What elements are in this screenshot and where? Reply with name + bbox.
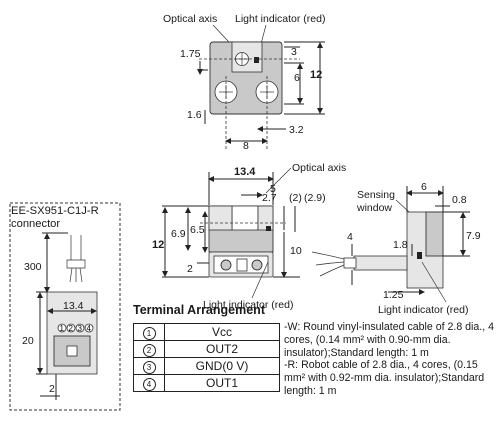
dim-3: 3: [291, 46, 297, 58]
connector-frame: [9, 202, 121, 411]
top-optical-axis-label: Optical axis: [163, 13, 217, 25]
terminal-signal: OUT2: [164, 340, 280, 358]
terminal-number: 3: [142, 360, 156, 374]
terminal-number: 4: [142, 377, 156, 391]
dim-1-6: 1.6: [187, 109, 202, 121]
sensing-window-label-line2: window: [356, 202, 392, 214]
dim-1-8: 1.8: [393, 239, 408, 251]
note-w-cable: -W: Round vinyl-insulated cable of 2.8 d…: [284, 321, 495, 359]
pin-4: 4: [87, 324, 92, 333]
dim-2-9-paren: (2.9): [304, 192, 326, 204]
cable-notes: -W: Round vinyl-insulated cable of 2.8 d…: [284, 321, 496, 398]
dim-2-7: 2.7: [262, 192, 277, 204]
front-light-indicator: [266, 226, 271, 231]
side-light-indicator: [417, 252, 422, 259]
terminal-row: 1 Vcc: [133, 323, 280, 341]
top-view: Optical axis Light indicator (red) 1.75 …: [163, 13, 325, 152]
terminal-row: 3 GND(0 V): [133, 357, 280, 375]
terminal-number: 1: [142, 326, 156, 340]
pin-2: 2: [69, 324, 74, 333]
terminal-signal: Vcc: [164, 323, 280, 341]
connector-title-line1: EE-SX951-C1J-R: [11, 205, 99, 217]
sensing-window-label-line1: Sensing: [357, 189, 395, 201]
pin-3: 3: [78, 324, 83, 333]
dim-3-2: 3.2: [289, 124, 304, 136]
connector-title: EE-SX951-C1J-R connector: [11, 205, 99, 231]
side-cable-sleeve: [353, 255, 408, 271]
terminal-signal: GND(0 V): [164, 357, 280, 375]
connector-pin-labels: 1 2 3 4: [57, 323, 94, 333]
side-cable-end: [343, 257, 357, 269]
connector-drawing: 300 13.4 1 2 3 4 20 2: [9, 202, 121, 411]
terminal-arrangement-title: Terminal Arrangement: [133, 303, 265, 317]
dim-1-25: 1.25: [383, 289, 404, 301]
top-light-indicator-label: Light indicator (red): [235, 13, 325, 25]
dim-300: 300: [24, 261, 42, 273]
dim-7-9: 7.9: [466, 230, 481, 242]
dim-10: 10: [290, 245, 302, 257]
pin-1: 1: [60, 324, 65, 333]
dim-20: 20: [22, 335, 34, 347]
front-optical-axis-label: Optical axis: [292, 162, 346, 174]
dim-6-side: 6: [421, 181, 427, 193]
dim-12-front: 12: [152, 239, 164, 251]
dim-6: 6: [294, 72, 300, 84]
dim-8: 8: [243, 140, 249, 152]
dim-5: 5: [270, 183, 276, 195]
dim-4: 4: [347, 231, 353, 243]
front-light-indicator-label: Light indicator (red): [203, 299, 293, 311]
front-view: 13.4 Optical axis 5 2.7 (2) (2.9) 6.9 6.…: [152, 162, 346, 311]
terminal-number: 2: [142, 343, 156, 357]
terminal-row: 4 OUT1: [133, 374, 280, 392]
terminal-arrangement-table: 1 Vcc 2 OUT2 3 GND(0 V) 4 OUT1: [133, 323, 280, 392]
front-slot: [231, 205, 259, 231]
dim-13-4-front: 13.4: [234, 166, 256, 178]
connector-title-line2: connector: [11, 218, 61, 230]
note-r-cable: -R: Robot cable of 2.8 dia., 4 cores, (0…: [284, 359, 485, 397]
terminal-row: 2 OUT2: [133, 340, 280, 358]
dim-6-5: 6.5: [190, 224, 205, 236]
dim-2-paren: (2): [289, 192, 302, 204]
side-light-indicator-label: Light indicator (red): [378, 304, 468, 316]
side-sensing-window: [425, 211, 444, 257]
dim-2-front: 2: [187, 263, 193, 275]
side-view: Sensing window 6 0.8 7.9 1.8 4 1.25 Ligh…: [311, 181, 481, 316]
dim-2-conn: 2: [49, 383, 55, 395]
dim-13-4-conn: 13.4: [63, 300, 84, 312]
terminal-signal: OUT1: [164, 374, 280, 392]
dim-6-9: 6.9: [171, 228, 186, 240]
dim-0-8: 0.8: [452, 194, 467, 206]
top-light-indicator: [254, 57, 259, 63]
dim-1-75: 1.75: [180, 48, 201, 60]
